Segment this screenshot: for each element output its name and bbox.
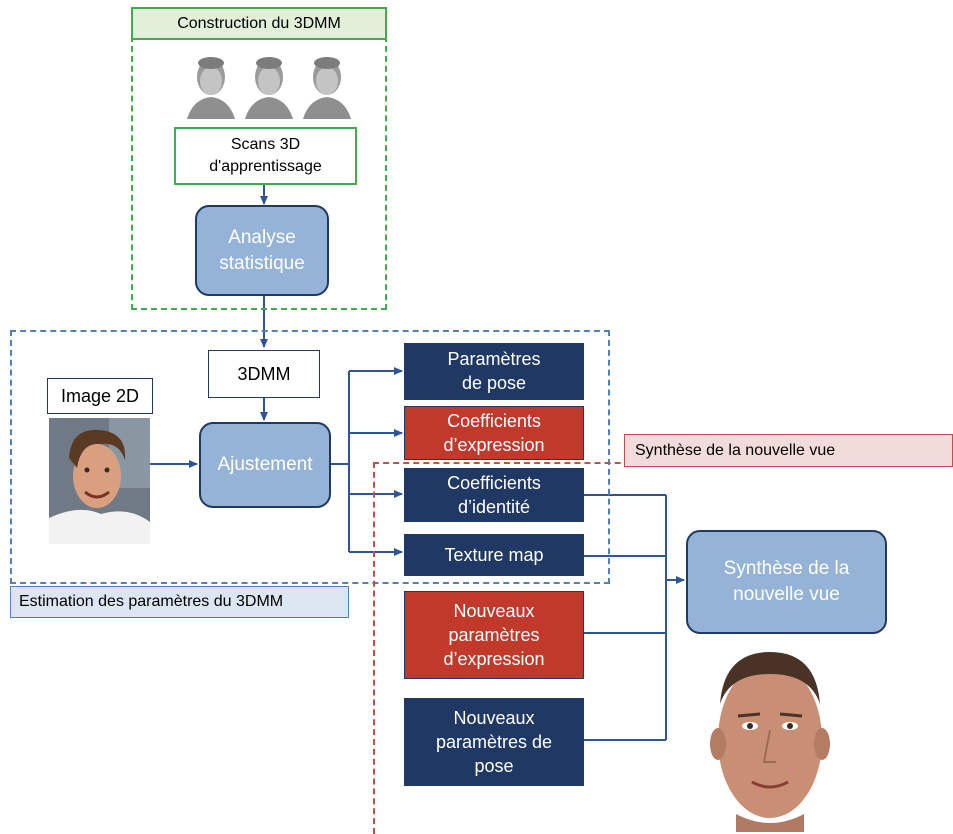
estimation-label-text: Estimation des paramètres du 3DMM	[19, 593, 284, 610]
new-expression-line-3: d’expression	[443, 648, 545, 669]
ajustement-label: Ajustement	[217, 454, 313, 475]
estimation-label: Estimation des paramètres du 3DMM	[10, 586, 349, 618]
texture-box: Texture map	[404, 534, 584, 576]
new-expression-line-1: Nouveaux	[453, 600, 535, 621]
synthesized-face-icon	[710, 652, 830, 832]
pose-box: Paramètres de pose	[404, 343, 584, 400]
synthesis-label-text: Synthèse de la nouvelle vue	[635, 441, 836, 459]
new-expression-box: Nouveaux paramètres d’expression	[404, 591, 584, 679]
scans-line-2: d'apprentissage	[209, 158, 322, 175]
new-pose-box: Nouveaux paramètres de pose	[404, 698, 584, 786]
expression-line-2: d’expression	[443, 434, 545, 455]
synthese-box: Synthèse de la nouvelle vue	[686, 530, 887, 634]
analyse-box: Analyse statistique	[195, 205, 329, 296]
estimation-frame	[10, 330, 610, 584]
new-expression-line-2: paramètres	[448, 624, 540, 645]
synthese-line-1: Synthèse de la	[723, 558, 850, 579]
identite-box: Coefficients d’identité	[404, 468, 584, 522]
construction-label-text: Construction du 3DMM	[177, 14, 341, 32]
synthesis-label: Synthèse de la nouvelle vue	[624, 434, 953, 467]
new-pose-line-3: pose	[474, 755, 514, 776]
identite-line-1: Coefficients	[447, 472, 541, 493]
analyse-line-2: statistique	[219, 252, 305, 274]
pose-line-1: Paramètres	[447, 349, 541, 369]
construction-label: Construction du 3DMM	[131, 7, 387, 40]
face-scan-icon	[245, 57, 293, 119]
expression-box: Coefficients d’expression	[404, 406, 584, 460]
identite-line-2: d’identité	[457, 496, 531, 517]
face-scan-icon	[187, 57, 235, 119]
model-label: 3DMM	[237, 363, 291, 384]
ajustement-box: Ajustement	[199, 422, 331, 508]
image2d-label: Image 2D	[47, 378, 153, 414]
face-scan-icon	[303, 57, 351, 119]
pose-line-2: de pose	[461, 373, 527, 393]
scans-box: Scans 3D d'apprentissage	[174, 127, 357, 185]
analyse-line-1: Analyse	[228, 226, 296, 248]
new-pose-line-2: paramètres de	[435, 731, 553, 752]
model-box: 3DMM	[208, 350, 320, 398]
texture-label: Texture map	[444, 544, 544, 565]
scans-line-1: Scans 3D	[230, 136, 301, 153]
portrait-photo-icon	[49, 418, 150, 544]
expression-line-1: Coefficients	[447, 410, 541, 431]
image2d-label-text: Image 2D	[60, 385, 140, 406]
synthese-line-2: nouvelle vue	[733, 584, 840, 605]
new-pose-line-1: Nouveaux	[453, 707, 535, 728]
